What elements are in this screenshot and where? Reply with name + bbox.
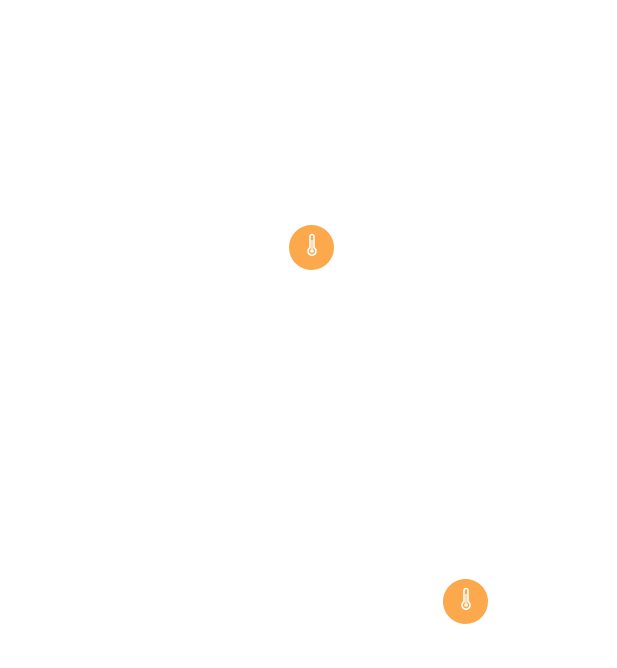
thermometer-icon [299, 232, 325, 263]
temperature-marker[interactable] [289, 225, 334, 270]
thermometer-icon [453, 586, 479, 617]
temperature-marker[interactable] [443, 579, 488, 624]
